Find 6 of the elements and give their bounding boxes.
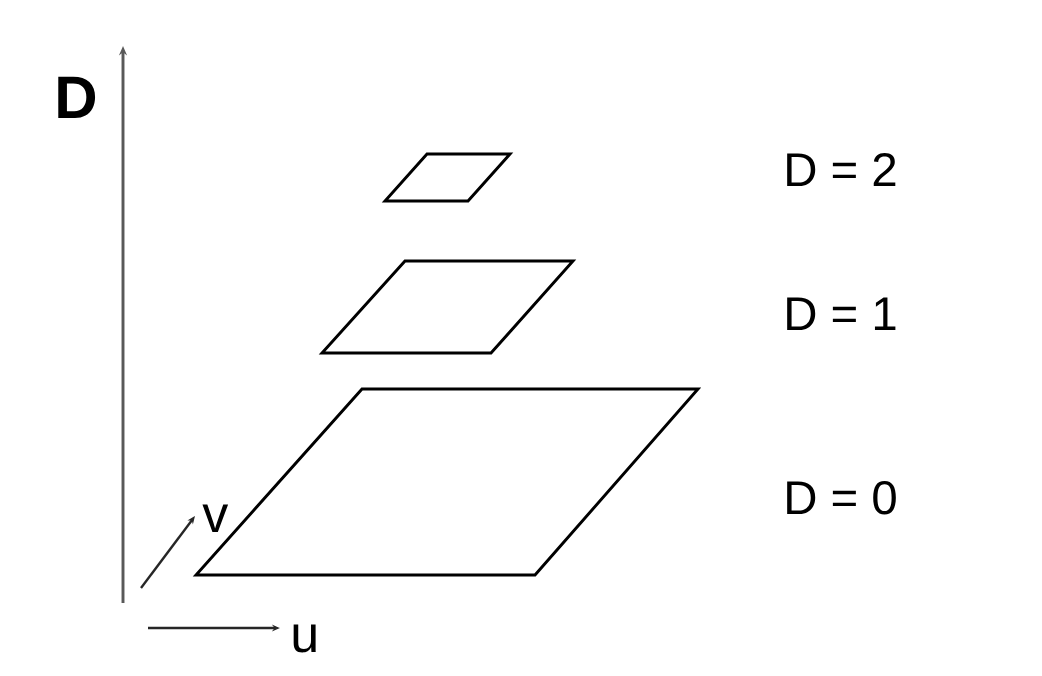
level-label: D = 2 [787, 152, 896, 186]
axis-label: D [58, 76, 96, 118]
level-label: D = 0 [787, 480, 896, 515]
axis-label: v [202, 504, 229, 532]
level-label: D = 1 [787, 297, 896, 330]
axis-label: u [293, 624, 316, 653]
